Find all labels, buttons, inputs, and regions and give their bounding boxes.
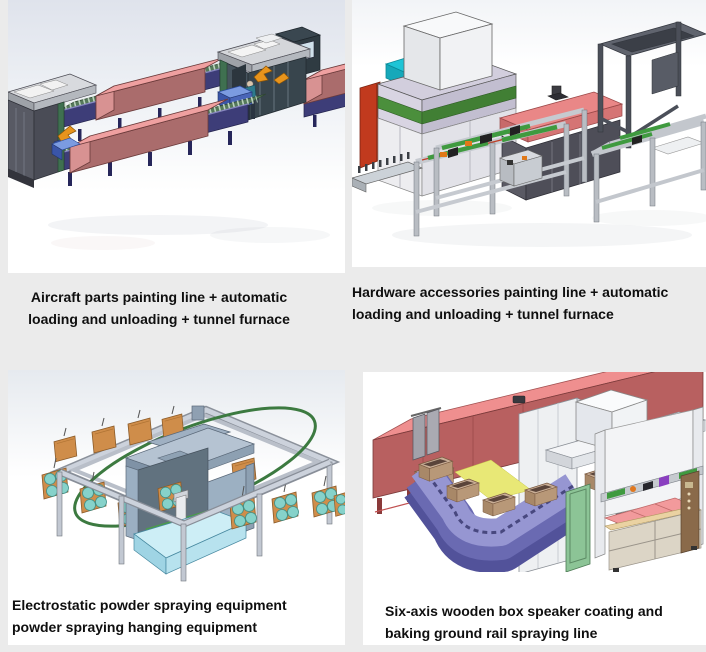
transfer-unit — [499, 149, 543, 187]
caption-line: powder spraying hanging equipment — [12, 619, 258, 635]
unloading-rack — [597, 21, 706, 149]
curved-conveyor-purple — [404, 459, 588, 572]
product-image-six-axis-line[interactable]: Six-axis wooden box speaker coating and … — [363, 372, 706, 645]
loading-machine-left — [8, 73, 98, 188]
caption-line: Electrostatic powder spraying equipment — [12, 597, 287, 613]
tunnel-furnace-upper — [95, 57, 224, 121]
spray-booth — [124, 405, 256, 575]
hanging-panels-back — [53, 405, 257, 486]
aircraft-line-render — [8, 0, 345, 273]
robot-arm-orange-b — [51, 125, 81, 161]
hanging-panels-left — [41, 457, 145, 528]
product-image-aircraft-line[interactable] — [8, 0, 345, 273]
booth-green-panel — [565, 483, 591, 572]
nozzle-bar — [352, 152, 424, 193]
caption-line: Six-axis wooden box speaker coating and — [385, 603, 663, 619]
caption-hardware-line: Hardware accessories painting line + aut… — [352, 281, 706, 325]
tunnel-door-panels — [410, 407, 442, 461]
six-axis-line-render — [363, 372, 706, 572]
tunnel-furnace-lower — [69, 98, 229, 174]
electrostatic-line-render — [8, 370, 345, 585]
outfeed-frame-table — [590, 113, 706, 223]
floor-shadows — [372, 200, 706, 247]
floor-reflections — [48, 215, 330, 250]
caption-six-axis-line: Six-axis wooden box speaker coating and … — [385, 600, 663, 644]
hardware-line-render — [352, 0, 706, 267]
caption-electrostatic-line: Electrostatic powder spraying equipment … — [12, 594, 287, 638]
spraying-machine-right — [594, 406, 704, 572]
powder-hopper-cube — [402, 11, 494, 91]
caption-line: baking ground rail spraying line — [385, 625, 598, 641]
caption-line: loading and unloading + tunnel furnace — [28, 311, 290, 327]
infeed-frame-conveyor — [413, 107, 588, 237]
caption-aircraft-line: Aircraft parts painting line + automatic… — [8, 286, 310, 330]
frame-front-rails — [56, 458, 332, 582]
product-image-electrostatic-line[interactable]: Electrostatic powder spraying equipment … — [8, 370, 345, 645]
robot-arm-orange-a — [253, 65, 290, 85]
caption-line: Aircraft parts painting line + automatic — [30, 289, 288, 305]
caption-line: Hardware accessories painting line + aut… — [352, 284, 669, 300]
caption-line: loading and unloading + tunnel furnace — [352, 306, 614, 322]
product-image-hardware-line[interactable] — [352, 0, 706, 267]
